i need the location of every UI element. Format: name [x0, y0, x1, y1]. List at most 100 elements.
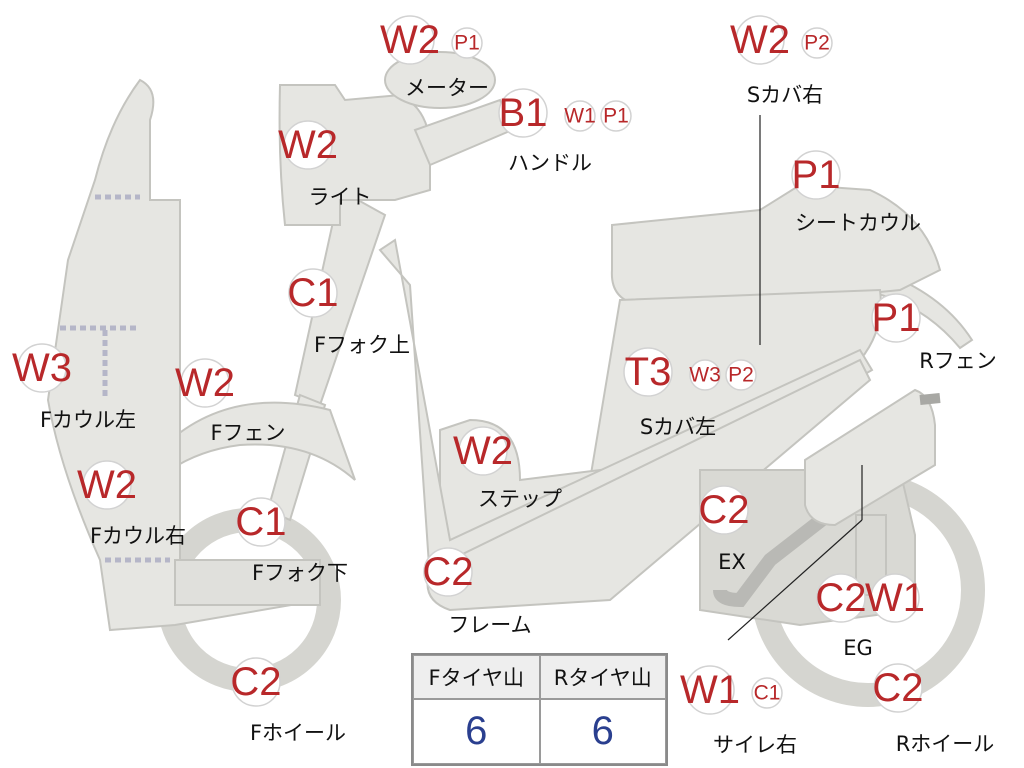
- part-label-f-wheel: Fホイール: [250, 721, 346, 745]
- code-badge-text: P1: [872, 296, 921, 340]
- part-label-ex: EX: [718, 550, 746, 574]
- code-badge-circle: [801, 27, 833, 59]
- code-badge-f-fender-0: W2: [175, 358, 235, 408]
- code-badge-circle: [816, 573, 866, 623]
- code-badge-side-mirror-right-0: W1: [680, 665, 740, 715]
- code-badge-eg-0: C2: [815, 573, 867, 623]
- code-badge-circle: [283, 120, 333, 170]
- part-label-f-fender: Fフェン: [210, 421, 285, 445]
- part-label-s-cover-right: Sカバ右: [747, 83, 823, 107]
- code-badge-text: P1: [603, 105, 629, 128]
- code-badge-circle: [231, 657, 281, 707]
- part-label-side-mirror-right: サイレ右: [713, 733, 797, 757]
- code-badge-s-cover-left-1: W3: [689, 359, 721, 391]
- code-badge-text: W2: [453, 429, 513, 473]
- part-label-s-cover-left: Sカバ左: [640, 415, 716, 439]
- part-label-eg: EG: [843, 636, 873, 660]
- code-badge-text: W1: [680, 668, 740, 712]
- code-badge-text: W2: [175, 361, 235, 405]
- code-badge-f-cowl-left-0: W3: [12, 343, 72, 393]
- code-badge-text: C1: [754, 682, 781, 705]
- code-badge-ex-0: C2: [698, 485, 750, 535]
- code-badge-text: B1: [499, 91, 548, 135]
- code-badge-f-cowl-right-0: W2: [77, 460, 137, 510]
- code-badge-circle: [451, 27, 483, 59]
- code-badge-circle: [751, 677, 783, 709]
- code-badge-s-cover-left-2: P2: [725, 359, 757, 391]
- code-badge-text: C2: [422, 550, 473, 594]
- code-badge-circle: [699, 485, 749, 535]
- part-label-light: ライト: [309, 185, 372, 209]
- part-label-r-wheel: Rホイール: [896, 732, 995, 756]
- code-badge-text: W1: [564, 105, 596, 128]
- code-badge-s-cover-left-0: T3: [623, 347, 673, 397]
- code-badge-circle: [871, 293, 921, 343]
- code-badge-circle: [236, 497, 286, 547]
- code-badge-light-0: W2: [278, 120, 338, 170]
- code-badge-handle-1: W1: [564, 100, 596, 132]
- code-badge-circle: [82, 460, 132, 510]
- code-badge-text: C2: [815, 576, 866, 620]
- code-badge-text: C2: [230, 660, 281, 704]
- code-badge-circle: [180, 358, 230, 408]
- rear-tire-header: Rタイヤ山: [539, 655, 666, 699]
- code-badge-text: W2: [380, 18, 440, 62]
- code-badge-circle: [600, 100, 632, 132]
- code-badge-text: W1: [865, 576, 925, 620]
- code-badge-text: W2: [77, 463, 137, 507]
- part-label-step: ステップ: [478, 487, 562, 511]
- code-badge-f-wheel-0: C2: [230, 657, 282, 707]
- code-badge-circle: [685, 665, 735, 715]
- code-badge-handle-2: P1: [600, 100, 632, 132]
- code-badge-eg-1: W1: [865, 573, 925, 623]
- code-badge-circle: [623, 347, 673, 397]
- code-badge-frame-0: C2: [422, 547, 474, 597]
- code-badge-text: W2: [730, 18, 790, 62]
- code-badge-circle: [870, 573, 920, 623]
- code-badge-circle: [458, 426, 508, 476]
- code-badge-text: C1: [235, 500, 286, 544]
- code-badge-circle: [288, 268, 338, 318]
- code-badge-text: P1: [454, 32, 480, 55]
- tire-tread-table: Fタイヤ山 Rタイヤ山 6 6: [411, 653, 668, 766]
- code-badge-text: C2: [698, 488, 749, 532]
- code-badge-circle: [791, 150, 841, 200]
- code-badge-circle: [564, 100, 596, 132]
- part-label-f-fork-upper: Fフォク上: [314, 333, 410, 357]
- code-badge-circle: [725, 359, 757, 391]
- code-badge-meter-0: W2: [380, 15, 440, 65]
- code-badge-f-fork-upper-0: C1: [287, 268, 339, 318]
- code-badge-text: C1: [287, 271, 338, 315]
- code-badge-circle: [498, 88, 548, 138]
- code-badge-text: W3: [12, 346, 72, 390]
- part-label-f-cowl-right: Fカウル右: [90, 524, 186, 548]
- code-badge-text: T3: [625, 350, 672, 394]
- code-badge-r-fender-0: P1: [871, 293, 921, 343]
- part-label-seat-cowl: シートカウル: [795, 211, 921, 235]
- part-label-f-cowl-left: Fカウル左: [40, 408, 136, 432]
- part-label-r-fender: Rフェン: [919, 349, 997, 373]
- code-badge-text: P1: [792, 153, 841, 197]
- front-tire-header: Fタイヤ山: [413, 655, 540, 699]
- code-badge-handle-0: B1: [498, 88, 548, 138]
- code-badge-r-wheel-0: C2: [872, 663, 924, 713]
- part-label-handle: ハンドル: [508, 151, 592, 175]
- part-label-f-fork-lower: Fフォク下: [252, 561, 348, 585]
- code-badge-side-mirror-right-1: C1: [751, 677, 783, 709]
- part-label-meter: メーター: [405, 76, 489, 100]
- scooter-silhouette: [46, 51, 985, 707]
- code-badge-s-cover-right-1: P2: [801, 27, 833, 59]
- rear-tire-value: 6: [539, 699, 666, 764]
- code-badge-text: C2: [872, 666, 923, 710]
- code-badge-meter-1: P1: [451, 27, 483, 59]
- code-badge-text: P2: [728, 364, 754, 387]
- code-badge-circle: [689, 359, 721, 391]
- code-badge-text: W2: [278, 123, 338, 167]
- code-badge-circle: [385, 15, 435, 65]
- code-badge-step-0: W2: [453, 426, 513, 476]
- code-badge-f-fork-lower-0: C1: [235, 497, 287, 547]
- code-badge-seat-cowl-0: P1: [791, 150, 841, 200]
